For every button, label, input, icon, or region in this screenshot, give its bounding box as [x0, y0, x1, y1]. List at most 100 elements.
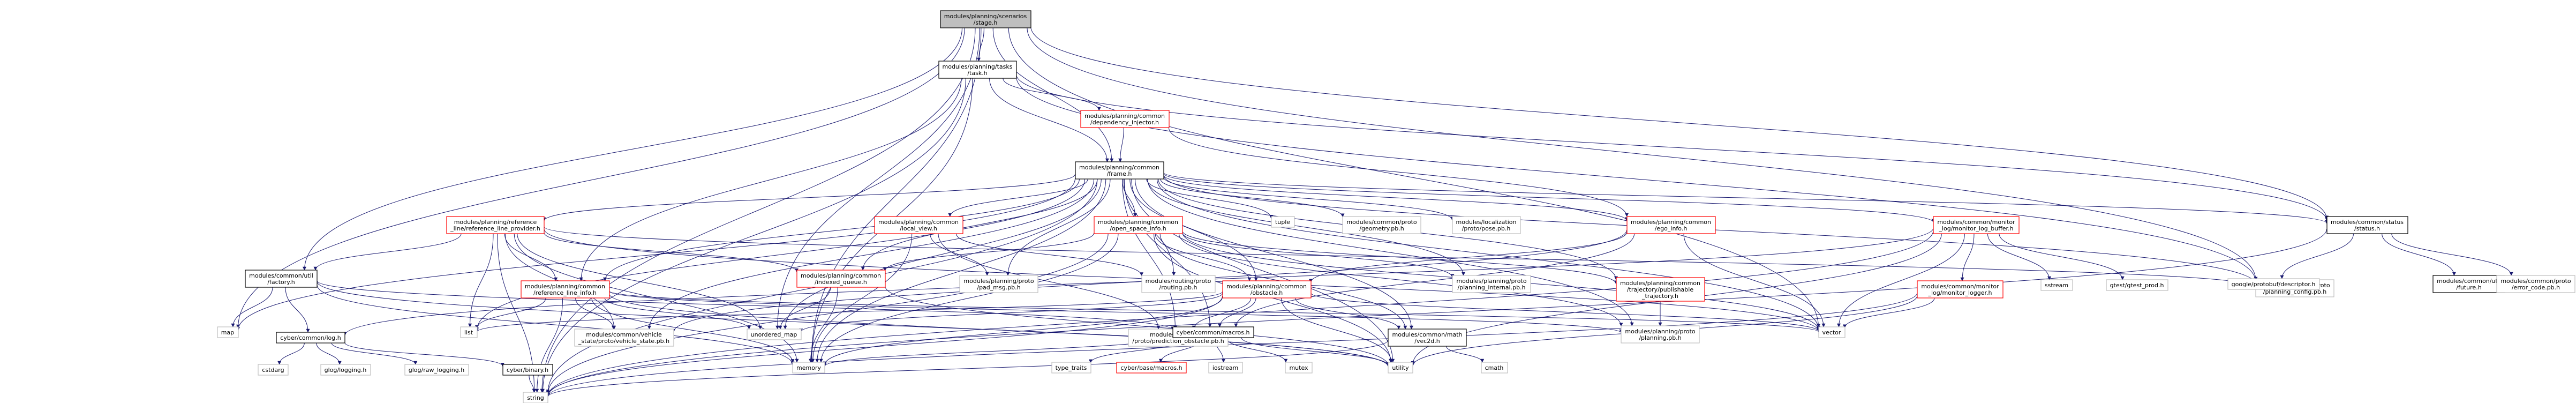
node-label: /proto/pose.pb.h: [1462, 225, 1511, 232]
node-label: modules/planning/proto: [1625, 328, 1695, 335]
node-label: /ego_info.h: [1655, 225, 1688, 232]
edge-stage-to-memory: [809, 27, 982, 363]
node-box: [2040, 279, 2073, 291]
node-geometry-pb[interactable]: modules/common/proto/geometry.pb.h: [1342, 216, 1421, 234]
node-box: [521, 280, 610, 298]
node-tuple[interactable]: tuple: [1271, 216, 1295, 228]
node-list[interactable]: list: [460, 326, 478, 338]
node-cyber-binary[interactable]: cyber/binary.h: [502, 364, 553, 376]
edge-ref-line-provider-to-util-factory: [313, 233, 462, 271]
node-cstdarg[interactable]: cstdarg: [258, 364, 289, 376]
node-planning-internal-pb[interactable]: modules/planning/proto/planning_internal…: [1452, 275, 1531, 293]
node-type-traits[interactable]: type_traits: [1051, 362, 1091, 374]
node-label: /task.h: [967, 70, 987, 77]
edge-obstacle-to-cyber-macros: [1218, 297, 1256, 327]
node-label: modules/planning/proto: [1456, 278, 1526, 285]
node-routing-pb[interactable]: modules/routing/proto/routing.pb.h: [1141, 275, 1216, 293]
node-indexed-queue[interactable]: modules/planning/common/indexed_queue.h: [796, 270, 886, 288]
edge-ref-line-provider-to-indexed-queue: [544, 232, 799, 272]
node-dep-injector[interactable]: modules/planning/common/dependency_injec…: [1080, 110, 1170, 128]
node-label: /factory.h: [267, 279, 295, 286]
node-label: modules/routing/proto: [1146, 278, 1211, 285]
node-memory[interactable]: memory: [792, 362, 825, 374]
node-label: string: [527, 394, 544, 401]
node-box: [217, 326, 239, 338]
node-error-code-pb[interactable]: modules/common/proto/error_code.pb.h: [2496, 275, 2575, 293]
node-box: [1452, 275, 1531, 293]
node-ref-line-info[interactable]: modules/planning/common/reference_line_i…: [521, 280, 610, 298]
edge-open-space-info-to-indexed-queue: [883, 233, 1094, 271]
node-label: memory: [796, 364, 821, 371]
node-box: [1481, 362, 1508, 374]
node-box: [2326, 216, 2408, 234]
node-sstream[interactable]: sstream: [2040, 279, 2073, 291]
node-box: [959, 275, 1038, 293]
node-label: _state/proto/vehicle_state.pb.h: [578, 338, 669, 345]
node-status[interactable]: modules/common/status/status.h: [2326, 216, 2408, 234]
node-label: google/protobuf/descriptor.h: [2232, 281, 2316, 288]
node-monitor-logger[interactable]: modules/common/monitor_log/monitor_logge…: [1917, 280, 2003, 298]
node-ego-info[interactable]: modules/planning/common/ego_info.h: [1626, 216, 1716, 234]
node-pose-pb[interactable]: modules/localization/proto/pose.pb.h: [1452, 216, 1521, 234]
node-mutex[interactable]: mutex: [1285, 362, 1313, 374]
edge-task-to-ref-line-info: [579, 78, 962, 281]
node-unordered-map[interactable]: unordered_map: [747, 329, 802, 340]
node-label: modules/planning/common: [1084, 113, 1165, 120]
node-task[interactable]: modules/planning/tasks/task.h: [938, 61, 1017, 79]
edge-frame-to-utility: [1131, 178, 1395, 363]
node-box: [938, 61, 1017, 79]
edge-frame-to-obstacle: [1129, 178, 1258, 281]
node-stage[interactable]: modules/planning/scenarios/stage.h: [940, 10, 1031, 28]
node-cyber-log[interactable]: cyber/common/log.h: [276, 332, 345, 344]
edge-obstacle-to-utility: [1281, 297, 1394, 363]
node-box: [2432, 275, 2505, 293]
node-label: _log/monitor_log_buffer.h: [1938, 225, 2013, 232]
node-math-vec2d[interactable]: modules/common/math/vec2d.h: [1388, 329, 1467, 347]
node-utility[interactable]: utility: [1388, 362, 1413, 374]
node-obstacle[interactable]: modules/planning/common/obstacle.h: [1222, 280, 1312, 298]
node-util-future[interactable]: modules/common/util/future.h: [2432, 275, 2505, 293]
node-vehicle-state-pb[interactable]: modules/common/vehicle_state/proto/vehic…: [574, 329, 674, 347]
node-box: [1621, 325, 1700, 344]
edge-util-factory-to-cyber-macros: [317, 280, 1174, 331]
node-glog-logging[interactable]: glog/logging.h: [320, 364, 371, 376]
node-box: [1080, 110, 1170, 128]
node-box: [1285, 362, 1313, 374]
node-string[interactable]: string: [523, 392, 548, 403]
node-label: _log/monitor_logger.h: [1927, 289, 1992, 296]
node-box: [1116, 362, 1187, 374]
node-box: [1388, 329, 1467, 347]
node-box: [874, 216, 963, 234]
node-traj-publishable[interactable]: modules/planning/common/trajectory/publi…: [1616, 277, 1705, 302]
node-frame[interactable]: modules/planning/common/frame.h: [1075, 161, 1164, 180]
node-pad-msg-pb[interactable]: modules/planning/proto/pad_msg.pb.h: [959, 275, 1038, 293]
node-util-factory[interactable]: modules/common/util/factory.h: [245, 270, 318, 288]
edge-frame-to-vector: [1157, 178, 1820, 330]
node-descriptor[interactable]: google/protobuf/descriptor.h: [2227, 278, 2320, 290]
node-label: modules/planning/common: [525, 283, 605, 290]
node-gtest-prod[interactable]: gtest/gtest_prod.h: [2106, 279, 2168, 291]
edge-obstacle-to-prediction-obstacle-pb: [1192, 297, 1252, 330]
node-label: modules/common/monitor: [1937, 219, 2015, 226]
node-cmath[interactable]: cmath: [1481, 362, 1508, 374]
node-box: [1342, 216, 1421, 234]
node-iostream[interactable]: iostream: [1208, 362, 1243, 374]
node-ref-line-provider[interactable]: modules/planning/reference_line/referenc…: [446, 216, 545, 234]
edge-task-to-planning-config-pb: [1016, 76, 2258, 282]
node-label: /planning_config.pb.h: [2263, 288, 2327, 295]
node-cyber-base-macros[interactable]: cyber/base/macros.h: [1116, 362, 1187, 374]
node-vector[interactable]: vector: [1818, 326, 1846, 338]
node-glog-raw-logging[interactable]: glog/raw_logging.h: [404, 364, 469, 376]
node-monitor-log-buffer[interactable]: modules/common/monitor_log/monitor_log_b…: [1933, 216, 2020, 234]
node-local-view[interactable]: modules/planning/common/local_view.h: [874, 216, 963, 234]
node-label: glog/logging.h: [325, 367, 367, 374]
node-map[interactable]: map: [217, 326, 239, 338]
node-open-space-info[interactable]: modules/planning/common/open_space_info.…: [1094, 216, 1183, 234]
node-planning-pb[interactable]: modules/planning/proto/planning.pb.h: [1621, 325, 1700, 344]
edge-frame-to-geometry-pb: [1160, 178, 1345, 218]
node-box: [404, 364, 469, 376]
edge-stage-to-string: [540, 27, 976, 393]
node-cyber-macros[interactable]: cyber/common/macros.h: [1172, 326, 1254, 338]
node-label: modules/common/math: [1392, 331, 1462, 338]
edge-cyber-macros-to-mutex: [1225, 337, 1288, 363]
